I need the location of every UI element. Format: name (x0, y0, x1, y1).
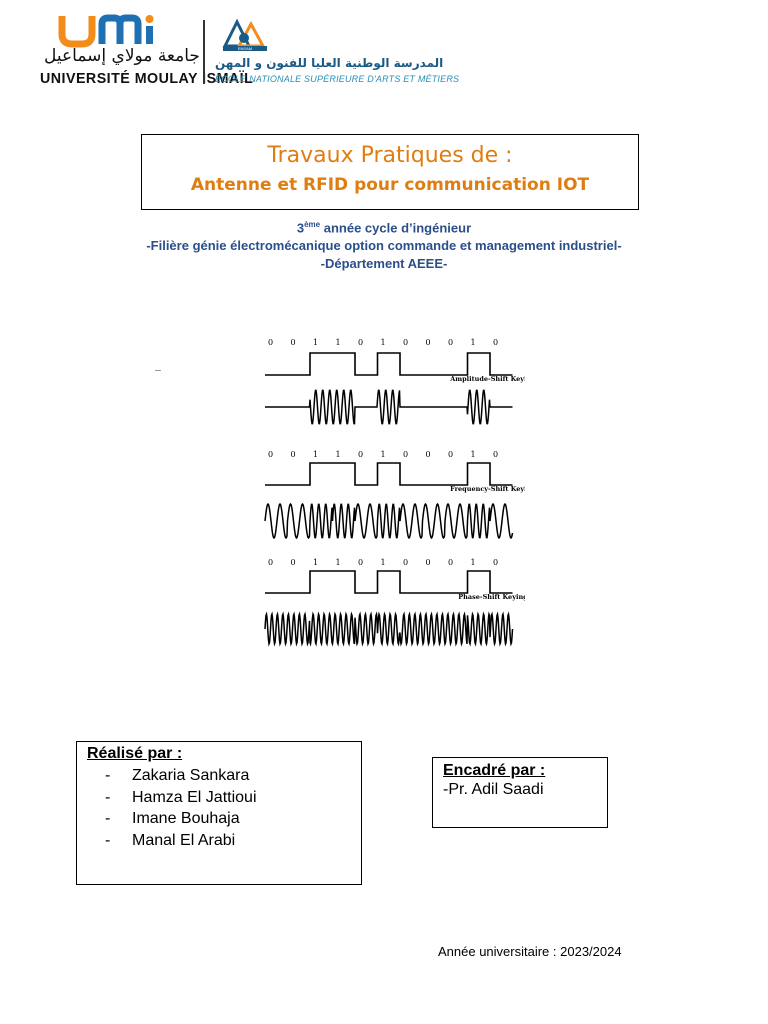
bit-label: 1 (381, 558, 386, 567)
bit-label: 0 (448, 338, 453, 347)
supervisor-name: -Pr. Adil Saadi (443, 781, 544, 798)
bit-label: 1 (471, 558, 476, 567)
encadre-title: Encadré par : (443, 762, 546, 779)
bit-label: 1 (336, 338, 341, 347)
bit-label: 0 (358, 450, 363, 459)
bit-label: 0 (358, 338, 363, 347)
academic-year: Année universitaire : 2023/2024 (438, 944, 622, 959)
stray-mark (155, 370, 161, 371)
modulated-wave (264, 611, 514, 647)
bit-label: 0 (268, 450, 273, 459)
member-name: Manal El Arabi (132, 832, 236, 849)
modulated-wave (264, 502, 514, 540)
bit-label: 1 (381, 338, 386, 347)
bit-label: 1 (381, 450, 386, 459)
realise-box: Réalisé par : -Zakaria Sankara -Hamza El… (76, 741, 362, 885)
bit-label: 0 (403, 338, 408, 347)
title-line-2: Antenne et RFID pour communication IOT (190, 175, 590, 195)
binary-signal (265, 352, 513, 376)
bit-label: 0 (291, 338, 296, 347)
year-superscript: ème (304, 220, 321, 229)
umi-logo-mark (58, 14, 178, 53)
modulation-label: Amplitude-Shift Keying (449, 375, 525, 383)
member-name: Zakaria Sankara (132, 767, 250, 784)
realise-title: Réalisé par : (87, 745, 183, 762)
header-divider (203, 20, 205, 84)
subtitle-filiere: -Filière génie électromécanique option c… (146, 238, 622, 253)
bit-label: 1 (313, 558, 318, 567)
bit-label: 0 (291, 450, 296, 459)
member-name: Imane Bouhaja (132, 810, 240, 827)
bit-label: 0 (268, 338, 273, 347)
bit-label: 1 (313, 450, 318, 459)
bit-label: 1 (336, 558, 341, 567)
bit-label: 0 (291, 558, 296, 567)
modulation-label: Phase-Shift Keying (458, 593, 525, 601)
umi-logo: جامعة مولاي إسماعيل UNIVERSITÉ MOULAY IS… (36, 14, 253, 87)
member-item: -Hamza El Jattioui (105, 789, 257, 806)
binary-signal (265, 462, 513, 486)
year-text: année cycle d’ingénieur (320, 220, 472, 236)
bit-label: 0 (448, 558, 453, 567)
umi-latin-name: UNIVERSITÉ MOULAY ISMAÏL (40, 70, 254, 87)
ensam-arabic-name: المدرسة الوطنية العليا للفنون و المهن (215, 56, 444, 70)
modulation-label: Frequency-Shift Keying (450, 485, 525, 493)
ensam-logo: ENSAM المدرسة الوطنية العليا للفنون و ال… (215, 16, 459, 86)
modulated-wave (265, 389, 513, 425)
subtitle-departement: -Département AEEE- (320, 256, 448, 271)
bit-label: 0 (358, 558, 363, 567)
bit-label: 0 (448, 450, 453, 459)
bit-label: 1 (336, 450, 341, 459)
ensam-badge-text: ENSAM (238, 46, 252, 51)
member-item: -Manal El Arabi (105, 832, 236, 849)
member-name: Hamza El Jattioui (132, 789, 257, 806)
subtitle-year: 3ème année cycle d’ingénieur (0, 220, 768, 235)
bit-label: 0 (403, 450, 408, 459)
bit-label: 0 (403, 558, 408, 567)
title-line-1: Travaux Pratiques de : (267, 143, 513, 168)
member-item: -Zakaria Sankara (105, 767, 250, 784)
bit-label: 0 (493, 450, 498, 459)
bit-label: 0 (493, 338, 498, 347)
bit-label: 1 (471, 450, 476, 459)
bit-label: 0 (493, 558, 498, 567)
title-box: Travaux Pratiques de : Antenne et RFID p… (141, 134, 639, 210)
bit-label: 1 (313, 338, 318, 347)
bit-label: 1 (471, 338, 476, 347)
umi-arabic-name: جامعة مولاي إسماعيل (44, 46, 200, 66)
ensam-latin-name: ÉCOLE NATIONALE SUPÉRIEURE D'ARTS ET MÉT… (215, 74, 460, 84)
bit-label: 0 (426, 558, 431, 567)
binary-signal (265, 570, 513, 594)
bit-label: 0 (268, 558, 273, 567)
ensam-emblem-icon: ENSAM (222, 18, 267, 51)
year-number: 3 (296, 220, 305, 236)
member-item: -Imane Bouhaja (105, 810, 240, 827)
bit-label: 0 (426, 338, 431, 347)
bit-label: 0 (426, 450, 431, 459)
encadre-box: Encadré par : -Pr. Adil Saadi (432, 757, 608, 828)
